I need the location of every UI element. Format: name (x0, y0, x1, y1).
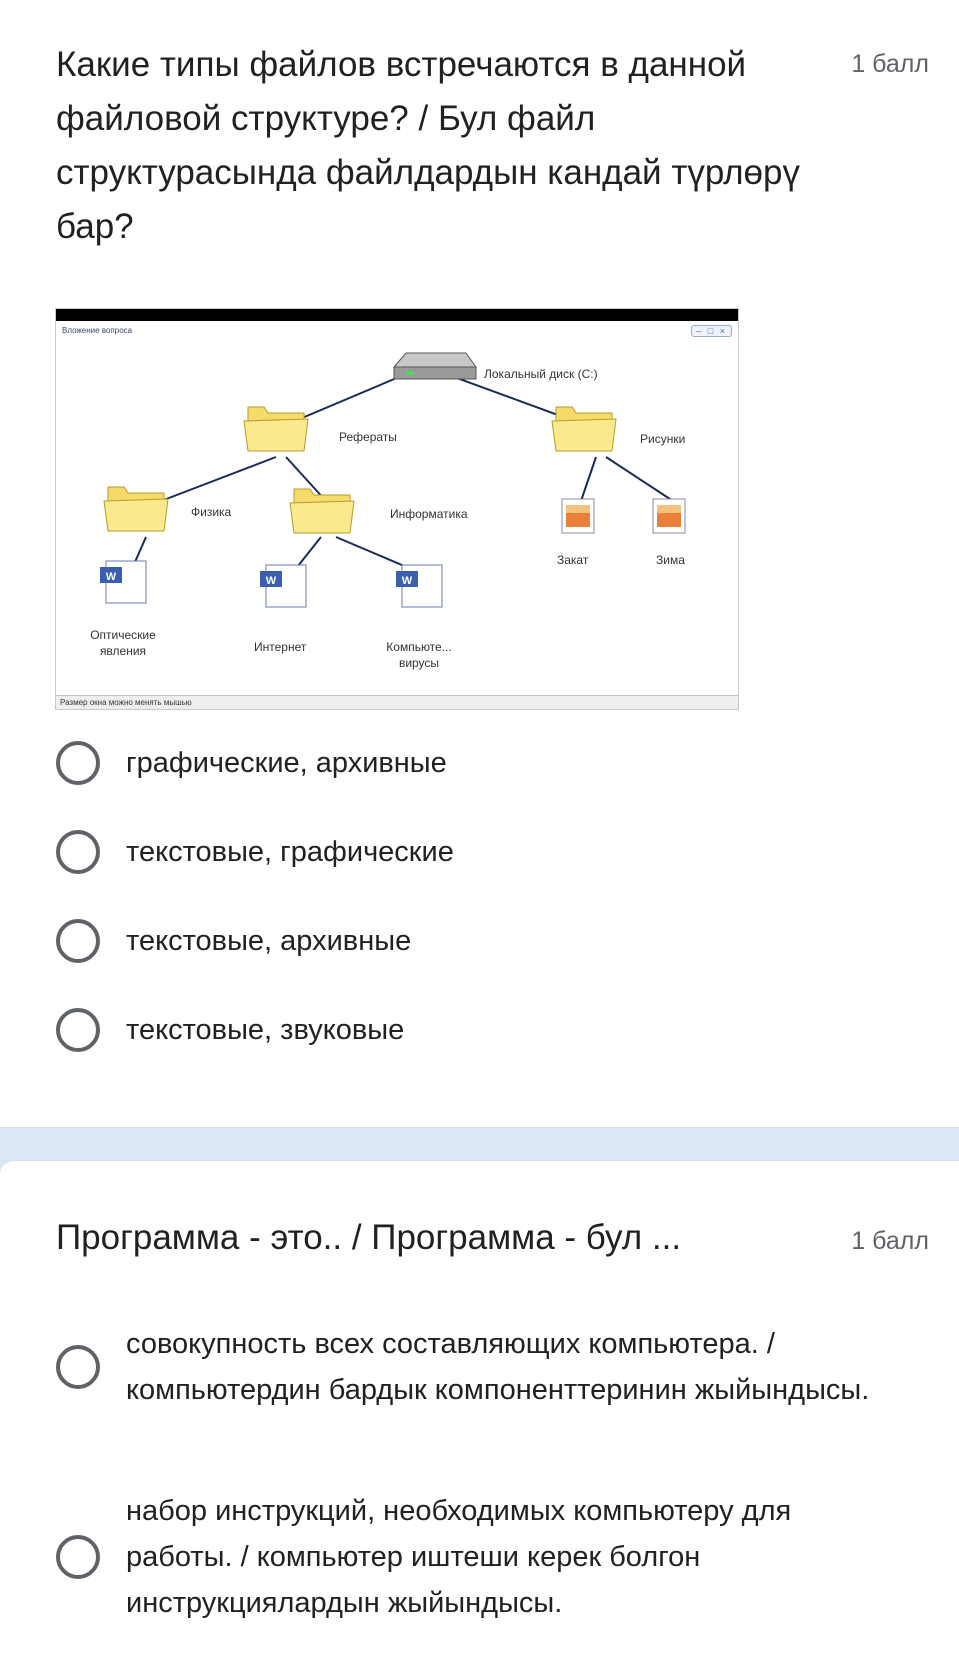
label-risunki: Рисунки (640, 432, 686, 446)
tree-diagram: W W W (100, 352, 686, 608)
option-1[interactable]: графические, архивные (56, 740, 447, 786)
option-label: набор инструкций, необходимых компьютеру… (126, 1495, 792, 1619)
folder-icon-referaty (243, 406, 309, 452)
option-label: текстовые, графические (126, 836, 454, 868)
option-1[interactable]: совокупность всех составляющих компьютер… (56, 1321, 886, 1413)
question-card-1: Какие типы файлов встречаются в данной ф… (0, 0, 959, 1128)
option-2[interactable]: набор инструкций, необходимых компьютеру… (56, 1488, 886, 1626)
image-file-icon-zima (652, 498, 686, 534)
points-label: 1 балл (851, 1227, 929, 1255)
label-zima: Зима (656, 553, 685, 567)
radio-button[interactable] (56, 830, 100, 874)
image-top-bar (56, 309, 738, 321)
option-label: совокупность всех составляющих компьютер… (126, 1328, 870, 1406)
option-label: текстовые, звуковые (126, 1014, 405, 1046)
label-zakat: Закат (557, 553, 589, 567)
question-card-2: Программа - это.. / Программа - бул ... … (0, 1160, 959, 1665)
word-document-icon-opticheskie: W (100, 560, 147, 604)
radio-button[interactable] (56, 919, 100, 963)
window-buttons-icon: – □ × (691, 325, 732, 337)
hard-disk-icon (392, 352, 477, 380)
points-label: 1 балл (851, 50, 929, 78)
radio-button[interactable] (56, 741, 100, 785)
option-3[interactable]: текстовые, архивные (56, 918, 411, 964)
label-fizika: Физика (191, 505, 232, 519)
option-4[interactable]: текстовые, звуковые (56, 1007, 404, 1053)
svg-text:W: W (266, 575, 277, 587)
radio-button[interactable] (56, 1345, 100, 1389)
svg-text:W: W (402, 575, 413, 587)
svg-text:W: W (106, 571, 117, 583)
question-title: Какие типы файлов встречаются в данной ф… (56, 45, 800, 246)
image-file-icon-zakat (561, 498, 595, 534)
radio-button[interactable] (56, 1535, 100, 1579)
window-caption: Вложение вопроса (62, 326, 133, 335)
option-label: текстовые, архивные (126, 925, 412, 957)
question-title: Программа - это.. / Программа - бул ... (56, 1218, 682, 1257)
label-internet: Интернет (254, 640, 307, 654)
word-document-icon-virusy: W (396, 564, 443, 608)
radio-button[interactable] (56, 1008, 100, 1052)
folder-icon-risunki (551, 406, 617, 452)
label-opticheskie: Оптические явления (90, 628, 156, 658)
word-document-icon-internet: W (260, 564, 307, 608)
file-structure-image: Вложение вопроса – □ × (55, 308, 739, 710)
option-label: графические, архивные (126, 747, 447, 779)
label-virusy: Компьюте... вирусы (386, 640, 452, 670)
folder-icon-fizika (103, 486, 169, 532)
label-informatika: Информатика (390, 507, 468, 521)
window-status-bar: Размер окна можно менять мышью (56, 695, 738, 709)
label-disk: Локальный диск (C:) (484, 367, 598, 381)
label-referaty: Рефераты (339, 430, 397, 444)
folder-icon-informatika (289, 488, 355, 534)
option-2[interactable]: текстовые, графические (56, 829, 454, 875)
